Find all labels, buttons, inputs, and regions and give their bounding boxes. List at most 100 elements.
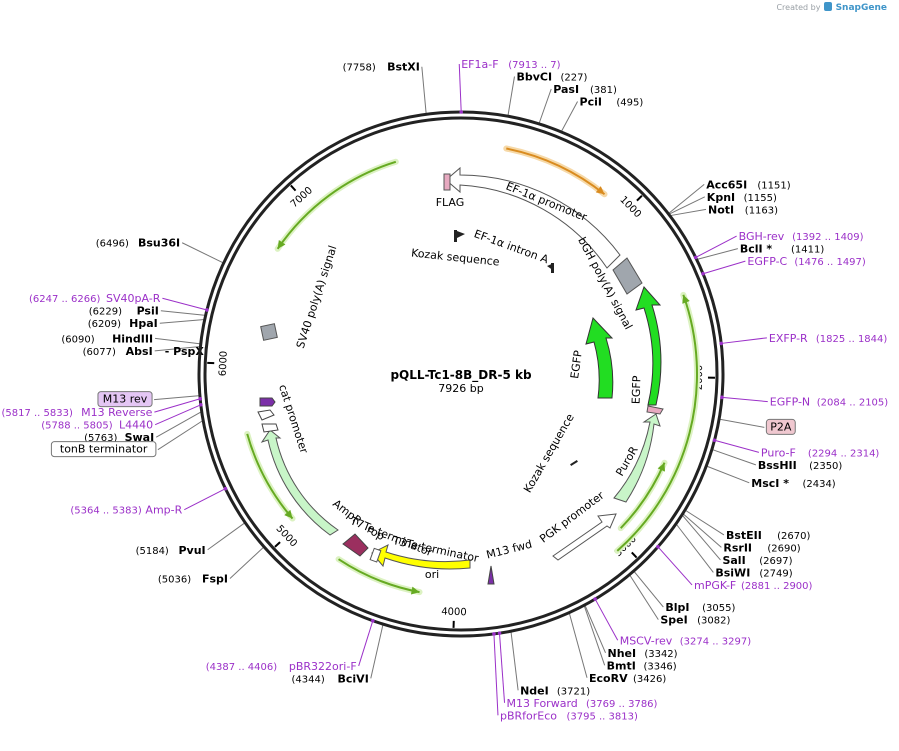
site-label-spei[interactable]: SpeI(3082) <box>660 614 730 627</box>
site-label-egfp-c[interactable]: EGFP-C(1476 .. 1497) <box>747 255 866 268</box>
site-position: (2350) <box>809 461 842 472</box>
site-name: KpnI <box>707 191 735 204</box>
site-position: (1155) <box>744 193 777 204</box>
site-position: (3346) <box>643 661 676 672</box>
ori-arrow[interactable] <box>371 544 471 570</box>
m13-rev-arrow[interactable] <box>259 397 276 407</box>
site-label-mpgk-f[interactable]: mPGK-F(2881 .. 2900) <box>694 579 813 592</box>
site-position: (6209) <box>88 319 121 330</box>
site-position: (2670) <box>777 531 810 542</box>
t3te-box[interactable] <box>369 547 382 563</box>
site-position: (5817 .. 5833) <box>1 408 73 419</box>
site-label-bstxi[interactable]: BstXI(7758) <box>343 61 420 74</box>
site-leader <box>154 404 202 426</box>
site-label-bcli-[interactable]: BclI *(1411) <box>740 243 825 256</box>
site-leader <box>507 76 515 117</box>
kozak-top-label: Kozak sequence <box>411 246 501 268</box>
site-label-ecorv[interactable]: EcoRV(3426) <box>589 672 666 685</box>
site-label-rsrii[interactable]: RsrII(2690) <box>723 541 800 554</box>
site-leader <box>583 605 606 666</box>
site-label-bsu36i[interactable]: Bsu36I(6496) <box>96 237 180 250</box>
site-label-bsiwi[interactable]: BsiWI(2749) <box>715 566 792 579</box>
site-label-pbr322ori-f[interactable]: pBR322ori-F(4387 .. 4406) <box>206 660 357 673</box>
orf-left-green[interactable] <box>246 433 294 520</box>
site-label-m13-reverse[interactable]: M13 Reverse(5817 .. 5833) <box>1 406 152 419</box>
ampr-arrow[interactable] <box>342 533 369 557</box>
site-label-ndei[interactable]: NdeI(3721) <box>520 684 590 697</box>
site-label-sali[interactable]: SalI(2697) <box>722 554 792 567</box>
orf-upper-left-green[interactable] <box>276 160 397 250</box>
pgk-promoter-label: PGK promoter <box>537 489 607 546</box>
site-label-exfp-r[interactable]: EXFP-R(1825 .. 1844) <box>769 332 888 345</box>
flag-box[interactable] <box>443 173 451 191</box>
site-label-m13-rev[interactable]: M13 rev <box>97 391 153 408</box>
site-label-hpai[interactable]: HpaI (6209) <box>88 317 158 330</box>
site-label-p2a[interactable]: P2A <box>765 418 796 435</box>
site-name: NotI <box>708 203 734 216</box>
site-label-ef1a-f[interactable]: EF1a-F(7913 .. 7) <box>461 58 560 71</box>
egfp-outer-arrow[interactable] <box>635 286 662 406</box>
p2a-box[interactable] <box>646 405 664 415</box>
site-label-hindiii[interactable]: HindIII(6090) <box>61 332 153 345</box>
site-leader <box>154 337 201 345</box>
cat-promoter-arrow[interactable] <box>260 429 339 536</box>
site-name: EF1a-F <box>461 58 498 71</box>
site-position: (1163) <box>745 205 778 216</box>
site-label-bsteii[interactable]: BstEII (2670) <box>726 529 811 542</box>
site-position: (3082) <box>697 616 730 627</box>
site-label-egfp-n[interactable]: EGFP-N(2084 .. 2105) <box>770 396 889 409</box>
site-label-psii[interactable]: PsiI(6229) <box>89 305 159 318</box>
puror-arrow[interactable] <box>613 413 661 503</box>
site-label-l4440[interactable]: L4440(5788 .. 5805) <box>41 419 153 432</box>
site-leader <box>370 624 384 679</box>
site-label-mscv-rev[interactable]: MSCV-rev(3274 .. 3297) <box>620 634 752 647</box>
site-label-pcii[interactable]: PciI(495) <box>580 96 644 109</box>
orf-right-green[interactable] <box>616 294 698 552</box>
site-label-absi[interactable]: AbsI- PspXI(6077) <box>83 345 208 358</box>
site-labels: EF1a-F(7913 .. 7)BbvCI(227)PasI(381)PciI… <box>1 58 888 722</box>
site-leader <box>714 439 760 453</box>
site-label-tonb-terminator[interactable]: tonB terminator <box>50 441 157 458</box>
site-name: EGFP-N <box>770 396 810 409</box>
site-label-m13-forward[interactable]: M13 Forward(3769 .. 3786) <box>507 697 658 710</box>
primer-tick <box>223 486 228 491</box>
sv40-polya-box[interactable] <box>260 323 278 341</box>
tonb-terminator-box[interactable] <box>261 423 279 433</box>
egfp-inner-arrow[interactable] <box>585 317 614 399</box>
site-name: BstEII <box>726 529 762 542</box>
site-label-msci-[interactable]: MscI *(2434) <box>751 477 836 490</box>
site-label-pvui[interactable]: PvuI(5184) <box>136 544 206 557</box>
site-label-bgh-rev[interactable]: BGH-rev(1392 .. 1409) <box>739 230 864 243</box>
bgh-polya-box[interactable] <box>612 257 643 295</box>
m13-fwd-arrow[interactable] <box>487 565 495 585</box>
site-name: Acc65I <box>706 178 747 191</box>
site-name: Puro-F <box>761 446 796 459</box>
site-label-fspi[interactable]: FspI(5036) <box>158 572 228 585</box>
site-label-bcivi[interactable]: BciVI(4344) <box>292 672 369 685</box>
site-label-bbvci[interactable]: BbvCI(227) <box>516 71 587 84</box>
site-label-blpi[interactable]: BlpI(3055) <box>665 601 735 614</box>
site-label-amp-r[interactable]: Amp-R(5364 .. 5383) <box>70 504 182 517</box>
feature-box-label: M13 rev <box>103 393 148 406</box>
ef1a-promoter-arrow[interactable] <box>445 166 621 269</box>
site-label-sv40pa-r[interactable]: SV40pA-R(6247 .. 6266) <box>29 292 161 305</box>
site-label-pasi[interactable]: PasI(381) <box>553 83 617 96</box>
site-label-bmti[interactable]: BmtI(3346) <box>607 659 677 672</box>
lac-marker[interactable] <box>257 409 275 421</box>
orf-top-orange[interactable] <box>506 147 606 196</box>
site-label-acc65i[interactable]: Acc65I(1151) <box>706 178 791 191</box>
site-label-pbrforeco[interactable]: pBRforEco(3795 .. 3813) <box>500 709 638 722</box>
feature-box <box>765 418 796 435</box>
site-label-puro-f[interactable]: Puro-F(2294 .. 2314) <box>761 446 880 459</box>
pgk-promoter-arrow[interactable] <box>552 513 617 561</box>
site-label-bsshii[interactable]: BssHII(2350) <box>758 459 843 472</box>
primer-tick <box>712 438 717 443</box>
site-label-noti[interactable]: NotI (1163) <box>708 203 778 216</box>
site-leader <box>669 208 707 217</box>
site-label-swai[interactable]: SwaI(5763) <box>84 431 154 444</box>
site-label-kpni[interactable]: KpnI (1155) <box>707 191 777 204</box>
site-name: EcoRV <box>589 672 628 685</box>
site-name: HpaI <box>129 317 158 330</box>
site-label-nhei[interactable]: NheI(3342) <box>608 647 678 660</box>
